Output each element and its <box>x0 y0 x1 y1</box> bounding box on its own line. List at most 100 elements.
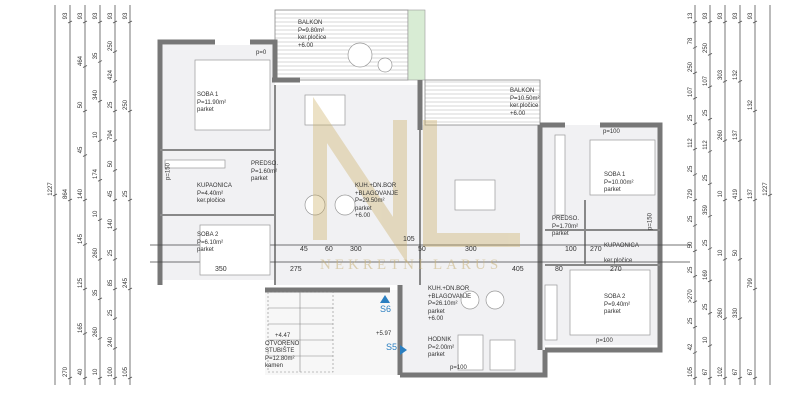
dimension-label: 10 <box>93 210 99 218</box>
dimension-label: 137 <box>748 189 754 200</box>
dimension-tick <box>692 249 698 253</box>
dimension-label: 67 <box>748 368 754 376</box>
dimension-label: >270 <box>688 288 694 303</box>
room-name-2: +BLAGOVANJE <box>355 190 399 197</box>
dimension-label: 25 <box>688 165 694 172</box>
dimension-tick <box>112 20 118 24</box>
dimension-tick <box>737 20 743 24</box>
dimension-label: 105 <box>688 367 694 378</box>
dimension-label: 25 <box>703 174 709 182</box>
dimension-label: 67 <box>733 368 739 376</box>
dimension-label: 464 <box>78 55 84 66</box>
room-floor: ker.pločice <box>298 35 327 41</box>
dimension-tick <box>722 317 728 321</box>
dimension-tick <box>112 257 118 261</box>
dimension-label: 45 <box>78 146 84 153</box>
dimension-label: 145 <box>78 233 84 244</box>
room-name: PREDSO. <box>552 216 580 222</box>
room-balkon-top: BALKON P=9.80m² ker.pločice +6.00 <box>298 20 326 50</box>
room-area: P=1.70m² <box>552 223 579 230</box>
dimension-tick <box>692 122 698 126</box>
dimension-tick <box>752 287 758 291</box>
dimension-label: 40 <box>78 368 84 376</box>
dimension-label: 107 <box>688 87 694 98</box>
dimension-tick <box>692 376 698 380</box>
room-area: P=10.00m² <box>604 179 634 186</box>
dimension-label: 799 <box>748 278 754 289</box>
dimension-label: 13 <box>688 12 694 20</box>
dimension-label: 250 <box>703 43 709 54</box>
dimension-label: 78 <box>688 38 694 45</box>
dimension-label: 107 <box>703 75 709 86</box>
room-level: +6.00 <box>428 316 444 322</box>
room-kuhinja-bottom: KUH.+DN.BOR +BLAGOVANJE P=26.10m² parket… <box>428 286 471 324</box>
room-floor: parket <box>355 205 372 212</box>
dimension-tick <box>97 20 103 24</box>
dimension-tick <box>82 20 88 24</box>
dimension-tick <box>707 85 713 89</box>
dimension-tick <box>127 109 133 113</box>
balcony-right <box>424 79 541 126</box>
dimension-label: 137 <box>733 129 739 140</box>
dimension-tick <box>722 20 728 24</box>
dimension-tick <box>52 193 58 197</box>
dimension-tick <box>692 71 698 75</box>
dimension-tick <box>97 218 103 222</box>
room-name: SOBA 2 <box>197 232 219 238</box>
dimension-tick <box>707 53 713 56</box>
opening-p100: p=100 <box>450 365 467 371</box>
dimension-tick <box>112 346 118 350</box>
dimension-label: 93 <box>78 12 84 20</box>
dimension-label: 10 <box>93 131 99 138</box>
dimension-label: 250 <box>108 40 114 51</box>
dimension-label: 260 <box>718 307 724 318</box>
dimension-tick <box>707 214 713 218</box>
dimension-tick <box>692 147 698 151</box>
dimension-tick <box>67 198 73 202</box>
room-name: HODNIK <box>428 337 452 343</box>
room-area: P=2.00m² <box>428 344 455 351</box>
dimension-tick <box>97 178 103 182</box>
dimension-label: 25 <box>108 249 114 257</box>
dimension-label: 25 <box>108 309 114 316</box>
inner-dimension-label: 300 <box>465 246 477 253</box>
inner-dimension-label: 270 <box>610 266 622 273</box>
dimension-tick <box>97 139 103 143</box>
dimension-label: 25 <box>703 239 709 246</box>
inner-dimension-label: 300 <box>350 246 362 253</box>
dimension-tick <box>737 317 743 321</box>
planter <box>407 9 426 81</box>
dimension-label: 174 <box>93 169 99 180</box>
dimension-tick <box>707 247 713 250</box>
dimension-tick <box>752 20 758 24</box>
dimension-tick <box>97 376 103 380</box>
room-hodnik: HODNIK P=2.00m² parket <box>428 337 454 360</box>
inner-dimension-label: 350 <box>215 266 227 273</box>
dimension-label: 260 <box>718 129 724 140</box>
dimension-label: 270 <box>63 367 69 378</box>
room-level: +6.00 <box>355 213 371 219</box>
room-name: KUPAONICA <box>197 183 232 189</box>
walls <box>157 39 663 378</box>
inner-dimension-label: 275 <box>290 266 302 273</box>
dimension-tick <box>692 20 698 24</box>
dimension-label: 93 <box>718 12 724 20</box>
dimension-label: 93 <box>748 12 754 20</box>
dimension-label: 25 <box>703 303 709 311</box>
dimension-tick <box>767 193 773 197</box>
dimension-label: 25 <box>703 109 709 117</box>
dimension-tick <box>82 65 88 68</box>
dimension-label: 45 <box>108 190 114 198</box>
opening-p150-left: p=150 <box>165 163 172 180</box>
dimension-tick <box>692 46 698 49</box>
dimension-label: 93 <box>93 12 99 20</box>
room-balkon-right: BALKON P=10.50m² ker.pločice +6.00 <box>510 88 540 118</box>
dimension-tick <box>127 287 133 291</box>
dimension-tick <box>112 109 118 113</box>
dimension-tick <box>112 198 118 202</box>
dimension-tick <box>707 344 713 347</box>
dimension-label: 132 <box>733 70 739 81</box>
stairs <box>267 291 334 373</box>
dimension-tick <box>112 376 118 380</box>
dimension-label: 25 <box>108 101 114 109</box>
